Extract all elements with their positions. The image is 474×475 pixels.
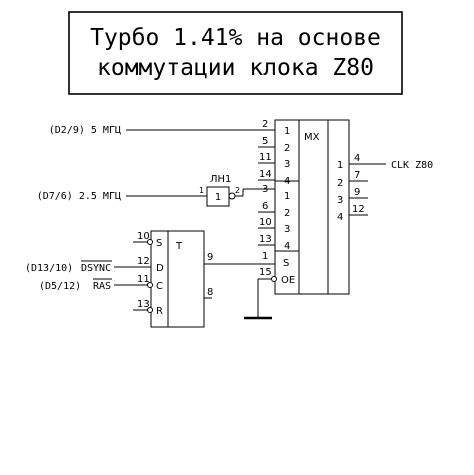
mux-g1-label-3: 3	[284, 159, 290, 170]
output-label-clk-z80: CLK Z80	[391, 160, 433, 171]
mux-enable-pin: 15	[259, 267, 272, 278]
mux-outputs: 1 4 2 7 3 9 4 12	[337, 153, 386, 223]
trigger-c-bubble	[147, 282, 153, 288]
trigger-pin-s: 10	[137, 231, 150, 242]
trigger-r-bubble	[147, 307, 153, 313]
trigger-label-d: D	[156, 263, 164, 274]
mux-out-label-1: 1	[337, 160, 343, 171]
mux-g2-label-3: 3	[284, 224, 290, 235]
title-line-1: Турбо 1.41% на основе	[90, 25, 381, 51]
mux-select-label: S	[283, 258, 289, 269]
mux-enable-bubble	[271, 276, 277, 282]
mux-g1-label-4: 4	[284, 176, 290, 187]
trigger-body	[150, 230, 205, 328]
mux-g1-pin-1: 2	[262, 119, 268, 130]
inverter-pin-in: 1	[199, 186, 204, 195]
mux-function: MX	[304, 132, 320, 143]
trigger-pin-c: 11	[137, 274, 150, 285]
mux-body	[274, 119, 350, 295]
mux-out-pin-4: 12	[352, 204, 365, 215]
mux-group2: 3 1 6 2 10 3 13 4	[258, 184, 290, 252]
trigger-pin-d: 12	[137, 256, 150, 267]
input-signal-dsync: DSYNC	[81, 263, 111, 274]
mux-g2-label-4: 4	[284, 241, 290, 252]
trigger-label-c: C	[156, 281, 163, 292]
trigger-label-s: S	[156, 238, 162, 249]
input-ref-ras: (D5/12)	[39, 281, 81, 292]
mux-g1-pin-4: 14	[259, 169, 272, 180]
trigger-inputs: 10 S 12 D 11 C 13 R	[133, 231, 164, 317]
mux-g2-label-1: 1	[284, 191, 290, 202]
inverter-function: 1	[215, 192, 221, 203]
mux-g1-label-1: 1	[284, 126, 290, 137]
title-box	[68, 11, 403, 95]
trigger-out-q-pin: 9	[207, 252, 213, 263]
mux-g1-label-2: 2	[284, 143, 290, 154]
trigger-function: T	[175, 241, 183, 252]
mux-out-pin-2: 7	[354, 170, 360, 181]
inverter-name: ЛН1	[210, 174, 231, 185]
mux-out-label-3: 3	[337, 195, 343, 206]
trigger-label-r: R	[156, 306, 163, 317]
mux-out-label-2: 2	[337, 178, 343, 189]
mux-select-pin: 1	[262, 251, 268, 262]
mux-g2-pin-4: 13	[259, 234, 272, 245]
inverter-output-bubble	[228, 192, 236, 200]
trigger-pin-r: 13	[137, 299, 150, 310]
input-label-5mhz: (D2/9) 5 МГЦ	[49, 125, 121, 136]
input-label-2-5mhz: (D7/6) 2.5 МГЦ	[37, 191, 121, 202]
trigger-s-bubble	[147, 239, 153, 245]
trigger-out-qn-pin: 8	[207, 287, 213, 298]
mux-out-label-4: 4	[337, 212, 343, 223]
mux-out-pin-1: 4	[354, 153, 360, 164]
mux-g2-pin-2: 6	[262, 201, 268, 212]
mux-g1-pin-3: 11	[259, 152, 272, 163]
title-line-2: коммутации клока Z80	[97, 55, 374, 81]
mux-g2-label-2: 2	[284, 208, 290, 219]
input-ref-dsync: (D13/10)	[25, 263, 73, 274]
mux-group1: 2 1 5 2 11 3 14 4	[258, 119, 290, 187]
inverter-pin-out: 2	[235, 186, 240, 195]
mux-g2-pin-1: 3	[262, 184, 268, 195]
mux-g1-pin-2: 5	[262, 136, 268, 147]
mux-out-pin-3: 9	[354, 187, 360, 198]
mux-g2-pin-3: 10	[259, 217, 272, 228]
mux-enable-label: OE	[281, 275, 295, 286]
input-signal-ras: RAS	[93, 281, 111, 292]
